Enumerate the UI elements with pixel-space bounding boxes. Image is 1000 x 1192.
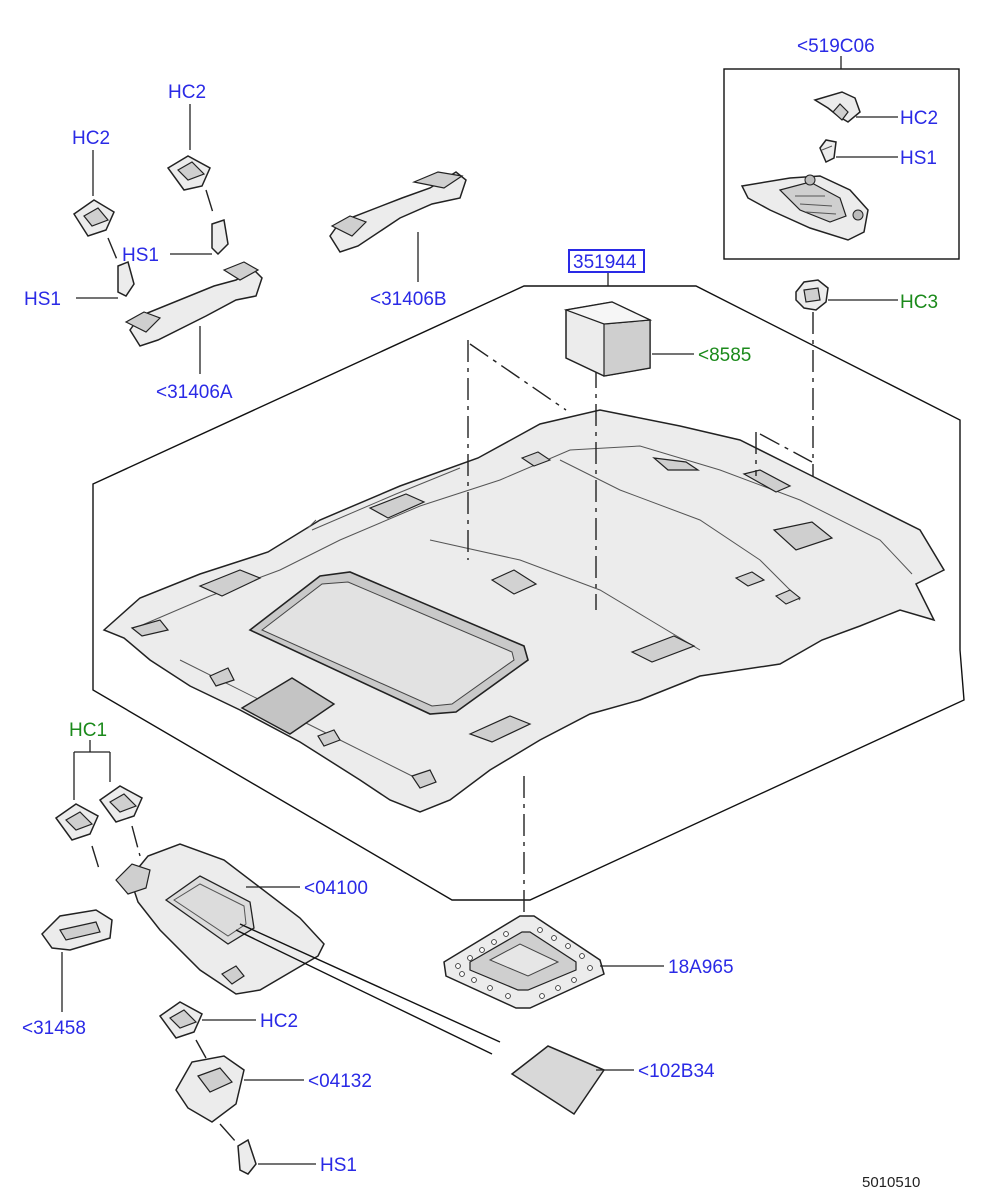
label-grab-b: <31406B — [370, 289, 447, 310]
headliner-highlight-box — [568, 249, 645, 273]
label-hc2-d: HC2 — [260, 1011, 298, 1032]
pad-block — [563, 301, 694, 377]
callout-labels: HC2 HC2 HS1 HS1 <31406A <31406B 351944 <… — [22, 36, 938, 1191]
label-hs1-d: HS1 — [320, 1155, 357, 1176]
grab-handle-a — [124, 261, 263, 374]
label-headliner: 351944 — [573, 252, 637, 273]
label-hc1: HC1 — [69, 720, 107, 741]
label-hc2-a: HC2 — [72, 128, 110, 149]
label-hc3: HC3 — [900, 292, 938, 313]
label-hc2-c: HC2 — [900, 108, 938, 129]
label-grab-a: <31406A — [156, 382, 233, 403]
headliner-enclosure — [92, 272, 965, 901]
label-hc2-b: HC2 — [168, 82, 206, 103]
headliner-panel — [102, 409, 946, 813]
label-mirror: <102B34 — [638, 1061, 715, 1082]
clip-group-top — [72, 104, 229, 299]
grab-handle-b — [329, 171, 467, 282]
label-inset-ref: <519C06 — [797, 36, 875, 57]
label-pad: <8585 — [698, 345, 751, 366]
lamp-frame — [443, 915, 664, 1009]
label-hs1-b: HS1 — [122, 245, 159, 266]
label-visor-clip: <31458 — [22, 1018, 86, 1039]
label-visor: <04100 — [304, 878, 368, 899]
label-frame: 18A965 — [668, 957, 734, 978]
visor-clip — [41, 909, 113, 1012]
label-hs1-c: HS1 — [900, 148, 937, 169]
visor-bracket-group — [158, 1001, 316, 1175]
assembly-lines — [467, 340, 813, 930]
hc1-clips — [54, 740, 143, 873]
label-hs1-a: HS1 — [24, 289, 61, 310]
sun-visor — [115, 843, 501, 1055]
label-bracket: <04132 — [308, 1071, 372, 1092]
figure-id: 5010510 — [862, 1174, 920, 1191]
mirror-panel — [510, 1045, 634, 1116]
inset-box — [723, 56, 960, 260]
